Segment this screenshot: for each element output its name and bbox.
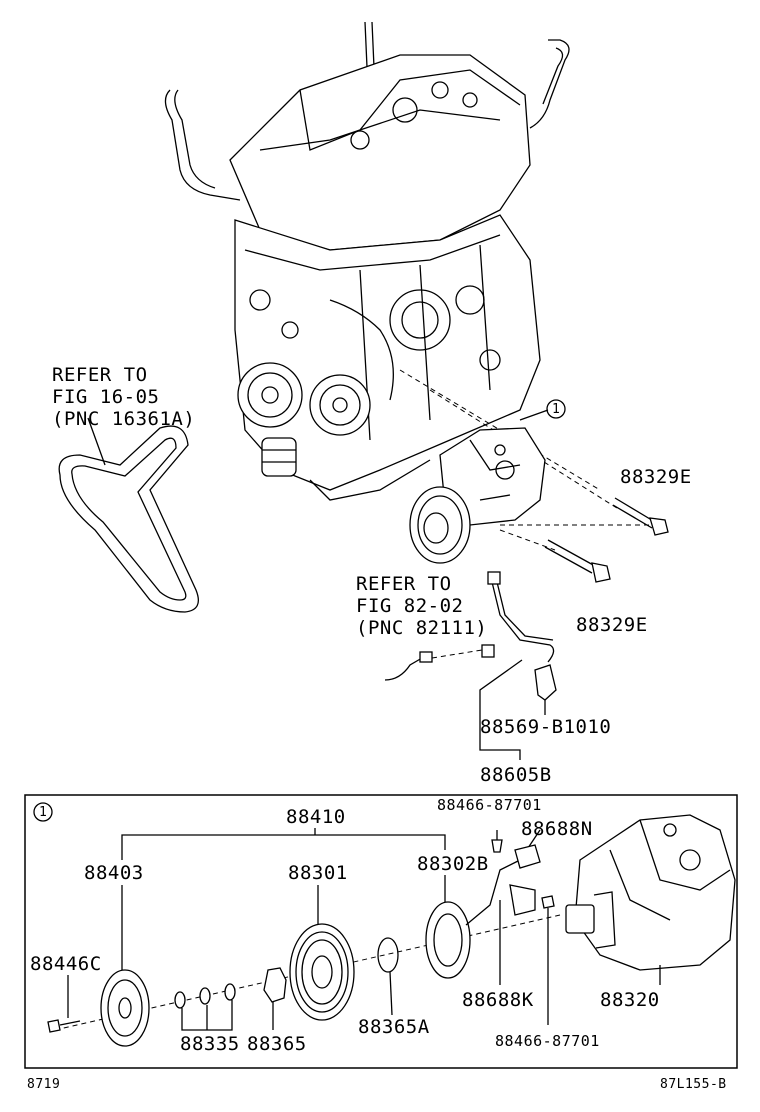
- part-label-88335: 88335: [180, 1033, 240, 1055]
- detail-callout-label: 1: [39, 805, 48, 820]
- part-88403: [100, 969, 150, 1047]
- refer-note-belt-line1: REFER TO: [52, 364, 148, 386]
- part-label-88569-B1010: 88569-B1010: [480, 716, 612, 738]
- part-label-88329E-top: 88329E: [620, 466, 692, 488]
- part-88302B: [425, 859, 521, 979]
- part-label-88466-bottom: 88466-87701: [495, 1032, 600, 1050]
- refer-note-cable-line2: FIG 82-02: [356, 595, 464, 617]
- part-label-88302B: 88302B: [417, 853, 489, 875]
- engine-assembly: [164, 21, 570, 501]
- bolt-88329E-bottom: [544, 539, 611, 583]
- refer-note-cable-line3: (PNC 82111): [356, 617, 488, 639]
- part-label-88688K: 88688K: [462, 989, 534, 1011]
- part-label-88605B: 88605B: [480, 764, 552, 786]
- detail-box: [24, 794, 738, 1069]
- part-label-88466-top: 88466-87701: [437, 796, 542, 814]
- part-label-88365A: 88365A: [358, 1016, 430, 1038]
- refer-note-cable-line1: REFER TO: [356, 573, 452, 595]
- footer-figure-code: 87L155-B: [660, 1077, 727, 1092]
- part-label-88365: 88365: [247, 1033, 307, 1055]
- callout-1-marker: [546, 399, 566, 419]
- part-label-88320: 88320: [600, 989, 660, 1011]
- part-label-88329E-bottom: 88329E: [576, 614, 648, 636]
- compressor-upper: [409, 427, 546, 564]
- callout-1-label: 1: [552, 402, 561, 417]
- footer-page-code: 8719: [27, 1077, 61, 1092]
- refer-note-belt-line2: FIG 16-05: [52, 386, 160, 408]
- part-label-88301: 88301: [288, 862, 348, 884]
- part-88301: [289, 923, 355, 1021]
- part-label-88688N: 88688N: [521, 818, 593, 840]
- drive-belt: [58, 425, 199, 613]
- refer-note-belt-line3: (PNC 16361A): [52, 408, 196, 430]
- part-label-88403: 88403: [84, 862, 144, 884]
- bolt-88329E-top: [612, 497, 669, 536]
- part-label-88410: 88410: [286, 806, 346, 828]
- part-88320: [565, 814, 736, 985]
- part-label-88446C: 88446C: [30, 953, 102, 975]
